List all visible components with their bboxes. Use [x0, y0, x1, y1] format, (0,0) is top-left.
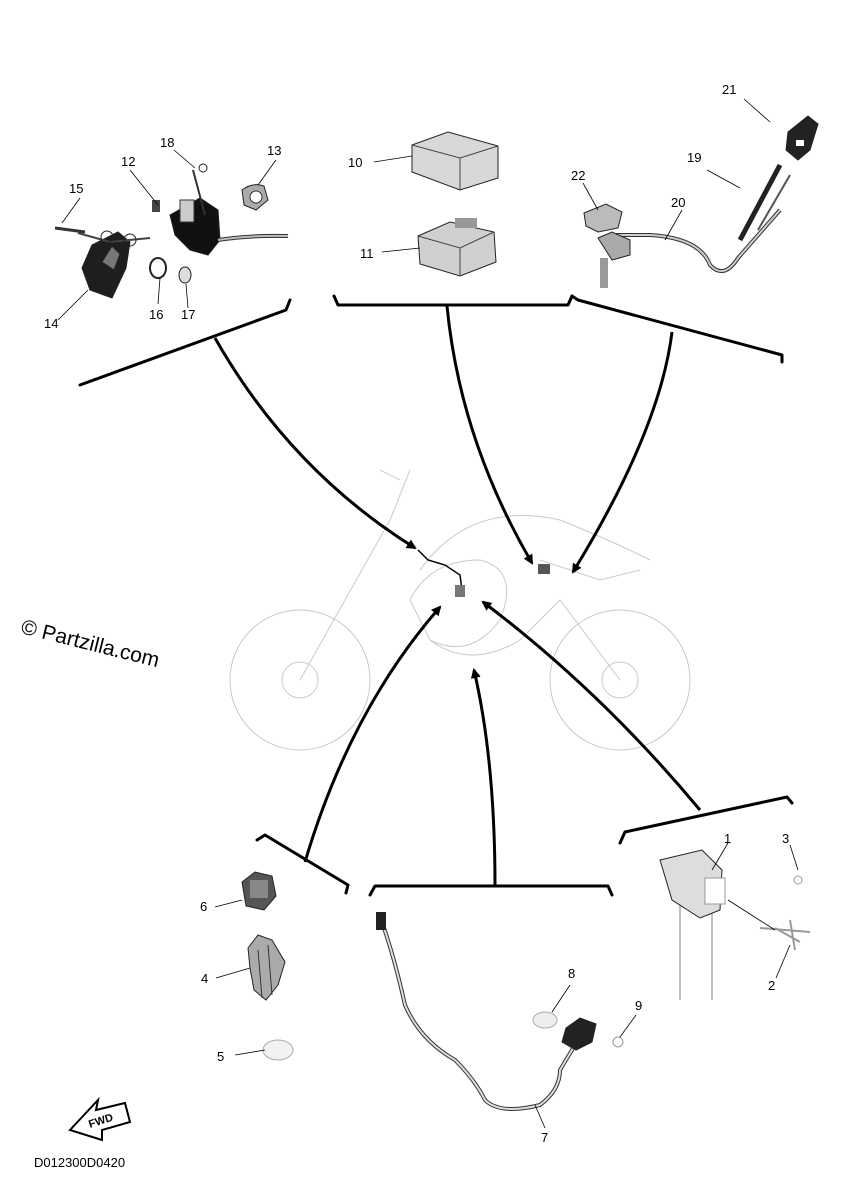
callout-16: 16	[149, 307, 163, 322]
drawing-code: D012300D0420	[34, 1155, 125, 1170]
callout-5: 5	[217, 1049, 224, 1064]
callout-19: 19	[687, 150, 701, 165]
switch-bracket-group	[659, 849, 811, 1000]
callout-11: 11	[360, 246, 374, 261]
callout-13: 13	[267, 143, 281, 158]
callout-4: 4	[201, 971, 208, 986]
motorcycle-outline	[229, 469, 691, 751]
callout-7: 7	[541, 1130, 548, 1145]
relay-group	[411, 131, 499, 277]
leader-lines	[57, 98, 799, 1129]
arrow-bottom-left	[303, 605, 442, 863]
callout-2: 2	[768, 978, 775, 993]
wiring-lead-group	[376, 912, 624, 1111]
callout-8: 8	[568, 966, 575, 981]
sensor-bracket-group	[54, 163, 289, 299]
callout-22: 22	[571, 168, 585, 183]
callout-17: 17	[181, 307, 195, 322]
arrow-bottom-center	[470, 668, 497, 887]
bracket-top-right	[570, 294, 784, 364]
callout-21: 21	[722, 82, 736, 97]
connector-group	[241, 871, 294, 1061]
bracket-top-left	[78, 298, 292, 387]
callout-15: 15	[69, 181, 83, 196]
callout-3: 3	[782, 831, 789, 846]
callout-1: 1	[724, 831, 731, 846]
callout-6: 6	[200, 899, 207, 914]
arrow-bottom-right	[481, 600, 702, 811]
bracket-bottom-center	[368, 884, 614, 897]
sensor-lead-group	[583, 115, 819, 288]
mounted-sensor-assembly	[417, 549, 550, 597]
partzilla-watermark: © Partzilla.com	[19, 616, 162, 673]
arrow-top-center	[445, 305, 534, 565]
callout-9: 9	[635, 998, 642, 1013]
arrow-top-right	[571, 331, 674, 574]
callout-10: 10	[348, 155, 362, 170]
arrow-top-left	[213, 337, 417, 550]
bracket-top-center	[332, 294, 574, 307]
bracket-bottom-right	[618, 795, 794, 845]
callout-18: 18	[160, 135, 174, 150]
fwd-arrow-icon: FWD	[68, 1096, 132, 1142]
callout-20: 20	[671, 195, 685, 210]
callout-14: 14	[44, 316, 58, 331]
callout-12: 12	[121, 154, 135, 169]
